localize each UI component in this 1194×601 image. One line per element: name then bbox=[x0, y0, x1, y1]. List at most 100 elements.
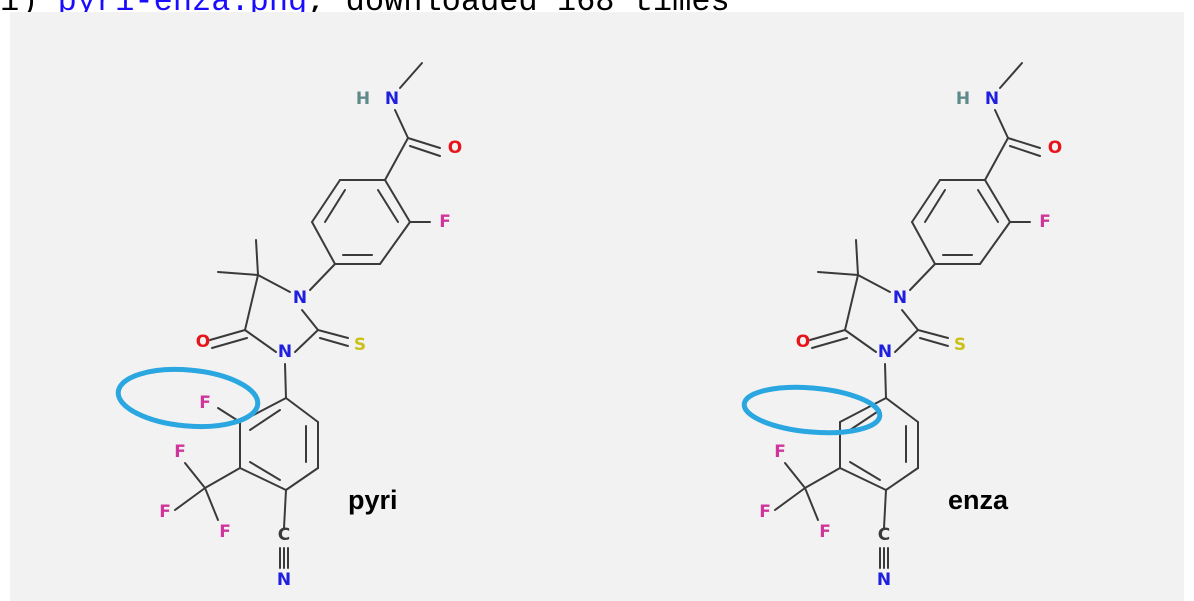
thione-bond bbox=[917, 329, 949, 339]
amide-ring-bond bbox=[984, 137, 1009, 181]
imid-bond bbox=[857, 274, 891, 293]
methyl-bond bbox=[399, 62, 423, 89]
imid-bond bbox=[901, 309, 919, 331]
molecule-label-enza: enza bbox=[948, 485, 1009, 515]
ketone-double-bond bbox=[811, 337, 848, 349]
carbonyl-bond bbox=[407, 137, 441, 149]
ring1-bond bbox=[379, 221, 411, 265]
highlight-ellipse bbox=[741, 384, 883, 436]
ring1-bond bbox=[984, 179, 1011, 223]
ring2-inner-bond bbox=[849, 409, 881, 431]
cf-bond bbox=[174, 487, 206, 511]
ring-n-bond bbox=[309, 263, 336, 291]
ring2-inner-bond bbox=[249, 461, 281, 481]
amide-n-bond bbox=[394, 109, 409, 139]
amide-n-bond bbox=[994, 109, 1009, 139]
atom-o: O bbox=[448, 138, 462, 158]
ring2-bond bbox=[885, 397, 919, 423]
ring2-bond bbox=[839, 397, 887, 423]
ring-n-bond bbox=[909, 263, 936, 291]
ketone-bond bbox=[209, 329, 246, 341]
atom-n: N bbox=[985, 89, 999, 109]
atom-f: F bbox=[439, 212, 451, 232]
ring2-inner-bond bbox=[849, 461, 881, 481]
dimethyl-bond bbox=[855, 239, 859, 276]
atom-n: N bbox=[893, 288, 907, 308]
thione-bond bbox=[317, 329, 349, 339]
ring1-inner-bond bbox=[377, 189, 399, 223]
ring1-inner-bond bbox=[324, 189, 346, 223]
ring1-bond bbox=[384, 179, 411, 223]
methyl-bond bbox=[999, 62, 1023, 89]
ring2-bond bbox=[885, 467, 919, 491]
imid-bond bbox=[257, 274, 291, 293]
ring1-bond bbox=[979, 221, 1011, 265]
cf3-bond bbox=[804, 467, 841, 489]
ring1-bond bbox=[911, 221, 936, 265]
ketone-bond bbox=[809, 329, 846, 341]
dimethyl-bond bbox=[217, 271, 259, 276]
ring1-bond bbox=[911, 179, 941, 223]
atom-s: S bbox=[354, 335, 366, 355]
atom-f: F bbox=[759, 502, 771, 522]
atom-f: F bbox=[774, 442, 786, 462]
atom-n: N bbox=[277, 570, 291, 590]
imid-bond bbox=[294, 329, 319, 353]
atom-o: O bbox=[1048, 138, 1062, 158]
atom-n: N bbox=[878, 342, 892, 362]
imid-bond bbox=[244, 329, 277, 353]
imid-bond bbox=[244, 274, 259, 331]
ring2-bond bbox=[285, 397, 319, 423]
ring2-bond bbox=[285, 467, 319, 491]
atom-s: S bbox=[954, 335, 966, 355]
cf-bond bbox=[184, 462, 206, 489]
thione-double-bond bbox=[319, 337, 349, 347]
ring1-bond bbox=[311, 179, 341, 223]
atom-h: H bbox=[356, 89, 370, 109]
imid-bond bbox=[844, 329, 877, 353]
carbonyl-double-bond bbox=[409, 145, 441, 157]
nitrile-bond bbox=[883, 489, 887, 529]
amide-ring-bond bbox=[384, 137, 409, 181]
ring1-bond bbox=[311, 221, 336, 265]
dimethyl-bond bbox=[255, 239, 259, 276]
dimethyl-bond bbox=[817, 271, 859, 276]
atom-c: C bbox=[878, 525, 890, 545]
carbonyl-double-bond bbox=[1009, 145, 1041, 157]
cf-bond bbox=[804, 487, 819, 521]
atom-o: O bbox=[196, 332, 210, 352]
atom-f: F bbox=[199, 393, 211, 413]
imid-bond bbox=[894, 329, 919, 353]
aryl-n-bond bbox=[284, 363, 287, 399]
molecule-label-pyri: pyri bbox=[348, 485, 398, 515]
atom-f: F bbox=[1039, 212, 1051, 232]
atom-h: H bbox=[956, 89, 970, 109]
cf3-bond bbox=[204, 467, 241, 489]
ring2-bond bbox=[839, 467, 887, 491]
cf-bond bbox=[204, 487, 219, 521]
ring1-inner-bond bbox=[977, 189, 999, 223]
aryl-n-bond bbox=[884, 363, 887, 399]
atom-n: N bbox=[877, 570, 891, 590]
atom-o: O bbox=[796, 332, 810, 352]
atom-f: F bbox=[174, 442, 186, 462]
atom-c: C bbox=[278, 525, 290, 545]
atom-f: F bbox=[819, 522, 831, 542]
nitrile-bond bbox=[283, 489, 287, 529]
ring1-inner-bond bbox=[924, 189, 946, 223]
atom-n: N bbox=[293, 288, 307, 308]
atom-f: F bbox=[219, 522, 231, 542]
ketone-double-bond bbox=[211, 337, 248, 349]
thione-double-bond bbox=[919, 337, 949, 347]
cf-bond bbox=[774, 487, 806, 511]
atom-n: N bbox=[278, 342, 292, 362]
imid-bond bbox=[844, 274, 859, 331]
highlight-ellipse bbox=[115, 366, 261, 430]
atom-n: N bbox=[385, 89, 399, 109]
atom-f: F bbox=[159, 502, 171, 522]
imid-bond bbox=[301, 309, 319, 331]
